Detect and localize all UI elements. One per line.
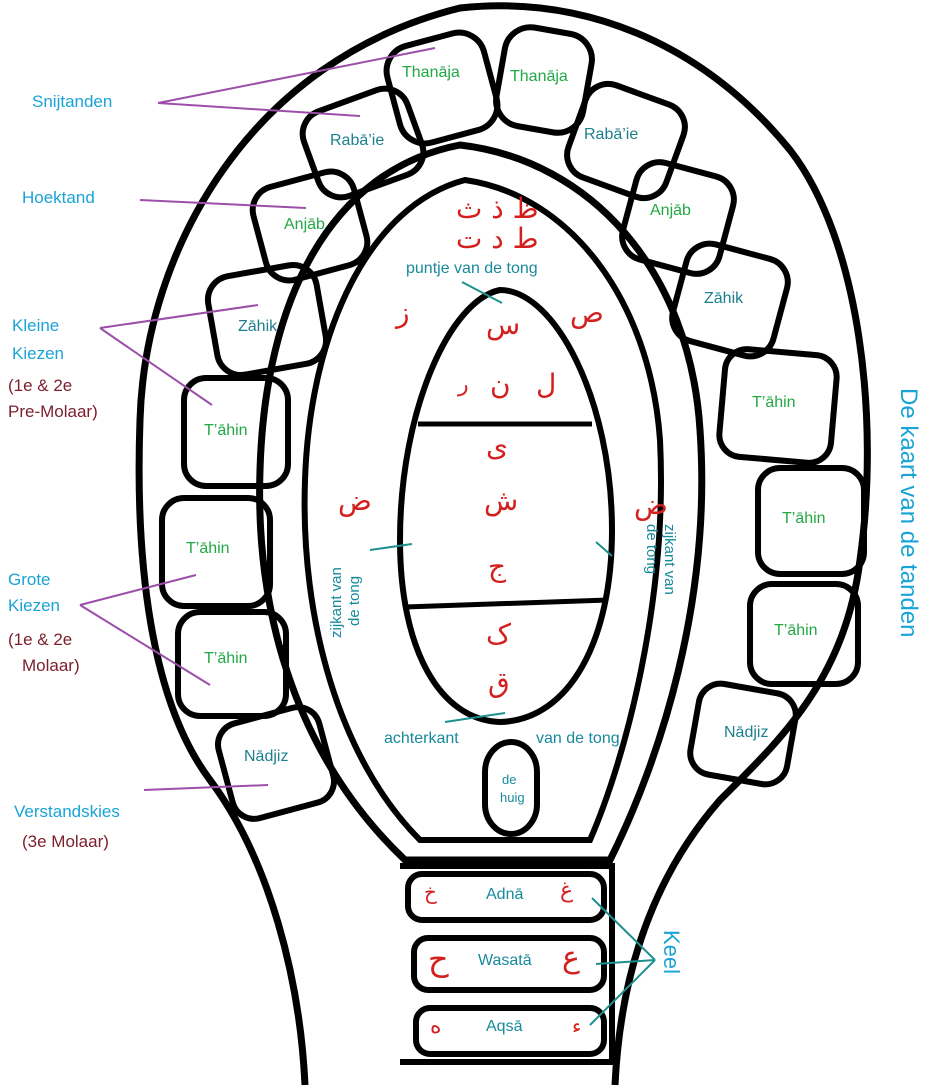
tooth-label-tahin-right-1: T’āhin — [752, 394, 796, 412]
letter-ayn: ع — [562, 940, 580, 975]
tooth-label-nadjiz-right: Nādjiz — [724, 724, 768, 742]
letter-shin: ش — [484, 484, 518, 517]
label-tongue-side-right: zijkant van de tong — [624, 524, 684, 644]
diagram-title: De kaart van de tanden — [894, 388, 922, 638]
tooth-label-anjab-right: Anjāb — [650, 202, 691, 220]
label-tongue-tip: puntje van de tong — [406, 260, 538, 278]
letter-sin: س — [486, 308, 520, 341]
label-wasata: Wasatā — [478, 952, 532, 970]
label-grote: Grote — [8, 568, 51, 592]
tooth-label-rabaie-left: Rabā’ie — [330, 132, 384, 150]
label-kiezen-large: Kiezen — [8, 594, 60, 618]
label-adna: Adnā — [486, 886, 523, 904]
tooth-label-tahin-left-2: T’āhin — [186, 540, 230, 558]
label-tongue-back-1: achterkant — [384, 730, 459, 748]
label-tongue-side-left-2: de tong — [346, 518, 364, 638]
tongue-divider-bottom — [405, 600, 608, 607]
letter-ha: ح — [428, 940, 449, 978]
tooth-label-nadjiz-left: Nādjiz — [244, 748, 288, 766]
letter-ya: ى — [486, 430, 508, 463]
letter-dad-right: ض — [634, 488, 668, 521]
label-aqsa: Aqsā — [486, 1018, 522, 1036]
letter-nun: ن — [490, 368, 511, 401]
tooth-label-thanaja-right: Thanāja — [510, 68, 568, 86]
letter-jim: ج — [488, 550, 506, 583]
letter-kaf: ک — [486, 618, 511, 651]
letter-ha-end: ه — [430, 1014, 442, 1039]
label-tongue-side-right-2: de tong — [642, 524, 660, 644]
label-kiezen-small: Kiezen — [12, 342, 64, 366]
tooth-label-tahin-left-1: T’āhin — [204, 422, 248, 440]
pointer-lines-purple — [80, 48, 435, 790]
tooth-label-tahin-right-2: T’āhin — [782, 510, 826, 528]
label-keel-text: Keel — [658, 930, 684, 974]
title-vertical: De kaart van de tanden — [888, 388, 928, 708]
uvula-shape — [485, 742, 537, 834]
tooth-label-tahin-left-3: T’āhin — [204, 650, 248, 668]
label-wisdom-note: (3e Molaar) — [22, 830, 109, 854]
letter-ghayn: غ — [560, 878, 573, 903]
letter-zay: ز — [396, 296, 410, 329]
label-verstandskies: Verstandskies — [14, 800, 120, 824]
tooth-label-zahik-right: Zāhik — [704, 290, 743, 308]
label-premolar-note-1: (1e & 2e — [8, 374, 72, 398]
label-tongue-side-left: zijkant van de tong — [322, 520, 392, 640]
label-tongue-side-left-1: zijkant van — [328, 518, 346, 638]
label-uvula-1: de — [502, 772, 516, 787]
label-uvula-2: huig — [500, 790, 525, 805]
letter-kha: خ — [424, 880, 437, 904]
label-keel: Keel — [652, 930, 692, 1000]
letters-top-row-1: ظ ذ ث — [456, 192, 539, 225]
tooth-thanaja-left — [381, 27, 503, 149]
letter-hamza: ء — [572, 1014, 581, 1038]
label-premolar-note-2: Pre-Molaar) — [8, 400, 98, 424]
label-tongue-side-right-1: zijkant van — [660, 524, 678, 644]
tooth-label-thanaja-left: Thanāja — [402, 64, 460, 82]
tooth-label-rabaie-right: Rabā’ie — [584, 126, 638, 144]
label-tongue-back-2: van de tong — [536, 730, 620, 748]
label-hoektand: Hoektand — [22, 186, 95, 210]
tooth-label-zahik-left: Zāhik — [238, 318, 277, 336]
letter-qaf: ق — [488, 666, 510, 699]
letter-sad: ص — [570, 296, 604, 329]
tooth-label-anjab-left: Anjāb — [284, 216, 325, 234]
letter-ra: ر — [458, 372, 469, 397]
letters-top-row-2: ط د ت — [456, 222, 539, 255]
label-snijtanden: Snijtanden — [32, 90, 112, 114]
label-molar-note-1: (1e & 2e — [8, 628, 72, 652]
letter-dad-left: ض — [338, 484, 372, 517]
letter-lam: ل — [536, 368, 556, 401]
label-molar-note-2: Molaar) — [22, 654, 80, 678]
tooth-label-tahin-right-3: T’āhin — [774, 622, 818, 640]
label-kleine: Kleine — [12, 314, 59, 338]
